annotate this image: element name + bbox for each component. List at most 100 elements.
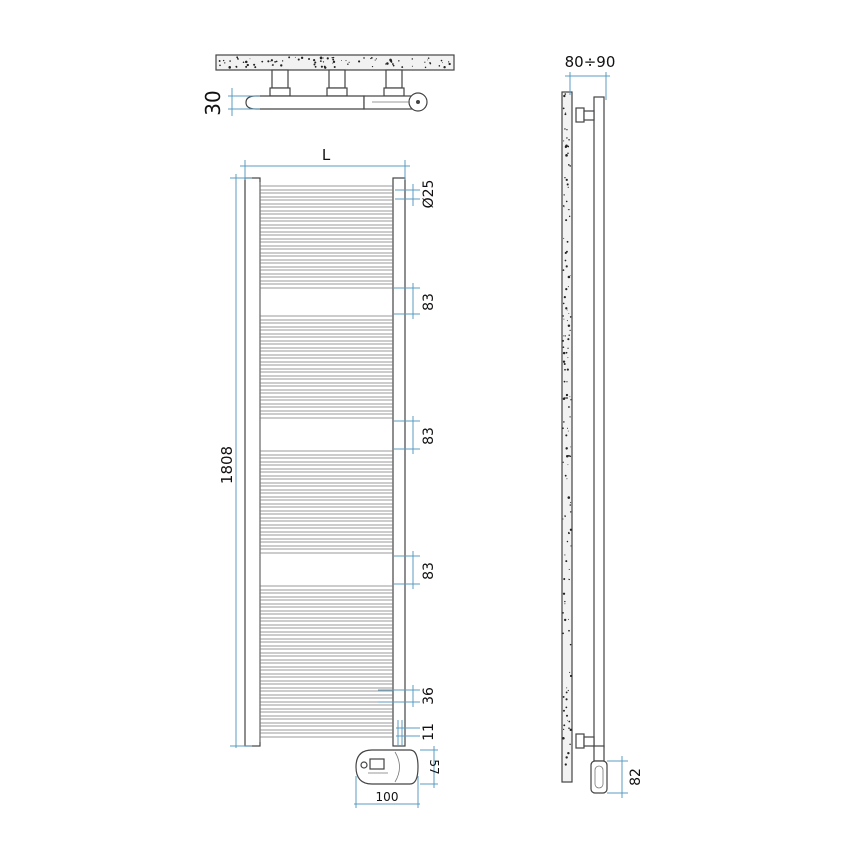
svg-text:83: 83 [421,562,437,580]
speckle [347,63,349,65]
speckle [563,194,565,196]
speckle [565,265,568,268]
speckle [391,63,394,65]
speckle [567,324,571,327]
speckle [370,57,372,60]
speckle [331,56,333,59]
speckle [567,275,571,279]
speckle [314,65,317,68]
speckle [322,57,324,59]
speckle [280,64,283,67]
speckle [308,58,311,61]
speckle [564,515,566,517]
heater-element-top [363,95,415,110]
speckle [271,64,274,66]
speckle [569,209,571,211]
speckle [563,362,566,365]
speckle [275,60,278,63]
speckle [562,397,566,400]
speckle [564,474,567,477]
speckle [568,454,570,457]
speckle [563,237,565,239]
dim-width: L [322,146,331,164]
front-view: L 1808 Ø25 83 83 83 36 11 [218,146,441,808]
speckle [569,743,571,746]
speckle [314,61,317,64]
speckle [398,60,400,62]
speckle [563,728,565,731]
speckle [563,335,565,337]
left-upright [244,177,261,747]
speckle [566,687,568,689]
speckle [566,129,568,131]
dim-wall-distance: 80÷90 [565,53,616,71]
speckle [562,592,566,595]
speckle [332,62,334,64]
speckle [568,313,570,314]
speckle [333,65,336,68]
speckle [568,578,570,581]
speckle [229,60,231,62]
wall-side [561,91,573,783]
dim-gap-2: 83 [393,416,437,454]
speckle [424,66,427,69]
speckle [563,295,566,299]
speckle [568,138,570,141]
speckle [568,618,570,620]
speckle [424,61,426,63]
led-icon [360,761,368,769]
speckle [427,59,429,61]
speckle [319,56,323,60]
speckle [218,60,221,62]
speckle [564,251,567,255]
speckle [411,65,413,67]
speckle [385,63,387,65]
speckle [564,554,566,556]
speckle [566,397,568,399]
speckle [562,612,564,614]
speckle [568,215,571,218]
speckle [564,128,566,130]
speckle [563,140,565,142]
speckle [429,62,432,65]
speckle [564,259,567,262]
speckle [320,65,323,68]
speckle [564,113,567,116]
speckle [562,709,565,712]
dim-pipe-offset: 30 [201,90,225,115]
speckle [563,578,566,581]
speckle [294,56,296,58]
speckle [254,66,257,69]
speckle [563,318,565,320]
speckle [562,302,565,305]
speckle [570,399,572,401]
speckle [253,63,256,66]
speckle [565,706,568,709]
speckle [565,144,568,148]
speckle [562,339,564,342]
speckle [567,720,568,722]
speckle [219,64,221,67]
speckle [570,545,572,547]
speckle [565,178,568,181]
speckle [569,275,571,276]
speckle [245,65,248,68]
speckle [569,396,571,398]
speckle [563,94,566,98]
speckle [570,502,572,504]
speckle [562,351,566,355]
speckle [565,756,568,759]
wall-speckles [218,56,451,69]
speckle [449,63,451,65]
speckle [565,288,568,291]
speckle [562,518,564,520]
speckle [565,434,568,437]
speckle [568,406,570,408]
speckle [269,60,271,62]
speckle [566,455,569,458]
speckle [341,60,342,61]
speckle [562,205,565,207]
speckle [274,61,276,63]
